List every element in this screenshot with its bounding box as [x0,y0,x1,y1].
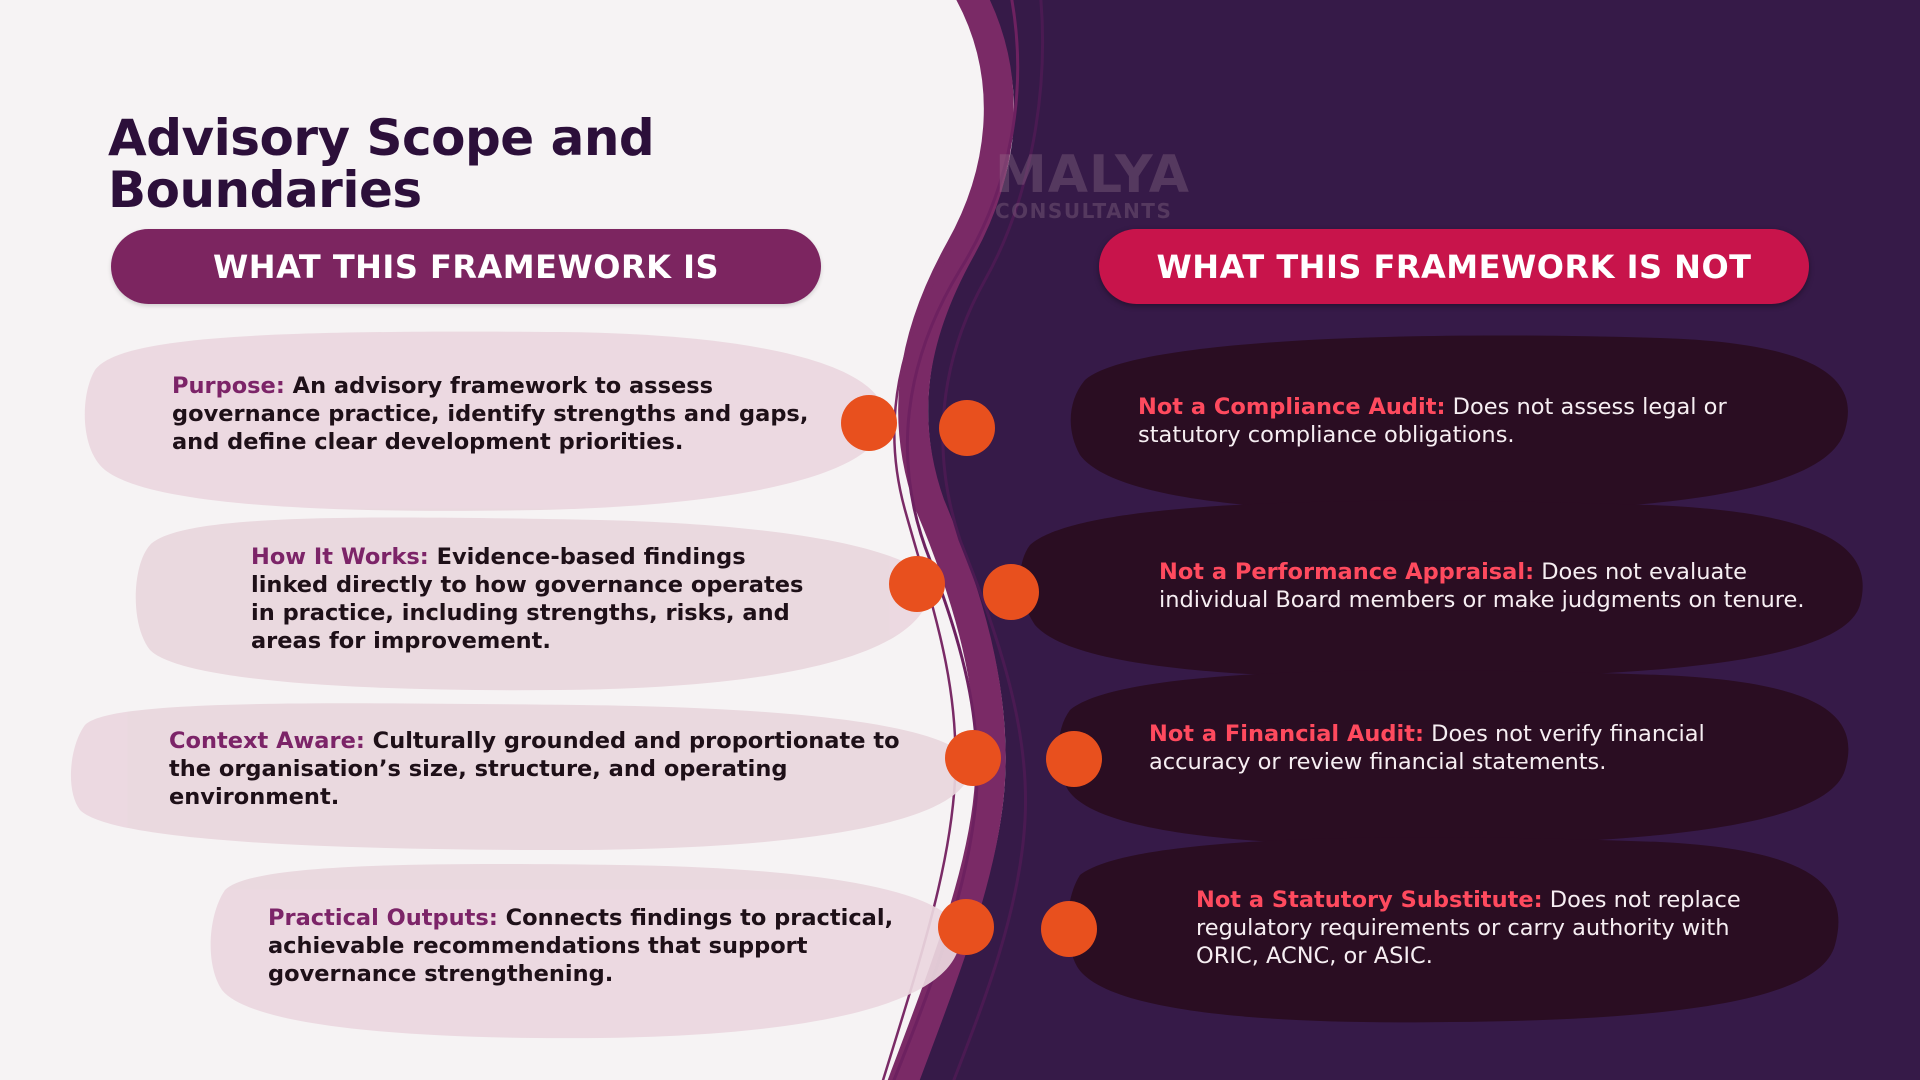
item-label: Context Aware: [169,728,365,754]
left-brush-1 [84,331,886,511]
left-brush-2 [135,517,931,691]
item-text: Culturally grounded and proportionate to… [169,728,900,810]
left-item-how-it-works: How It Works: Evidence-based findings li… [251,543,821,655]
right-item-financial-audit: Not a Financial Audit: Does not verify f… [1149,720,1769,776]
page-title: Advisory Scope and Boundaries [108,109,655,219]
logo-watermark: MALYA CONSULTANTS [995,145,1215,223]
left-item-practical-outputs: Practical Outputs: Connects findings to … [268,904,908,988]
item-label: Not a Compliance Audit: [1138,394,1446,420]
wave-line-outer [941,0,1045,1080]
connector-dot [1046,731,1102,787]
connector-dot [938,899,994,955]
item-text: Evidence-based findings linked directly … [251,544,804,654]
connector-dot [983,564,1039,620]
item-label: Not a Financial Audit: [1149,721,1424,747]
right-item-statutory-substitute: Not a Statutory Substitute: Does not rep… [1196,886,1756,970]
left-brush-4 [210,864,961,1039]
item-text: Does not evaluate individual Board membe… [1159,559,1805,613]
item-label: Not a Statutory Substitute: [1196,887,1543,913]
logo-subtitle: CONSULTANTS [995,199,1173,223]
item-label: Not a Performance Appraisal: [1159,559,1535,585]
item-text: Does not assess legal or statutory compl… [1138,394,1727,448]
wave-band [887,0,1014,1080]
right-brush-2 [1020,500,1863,679]
right-brush-1 [1070,335,1848,513]
item-text: Does not replace regulatory requirements… [1196,887,1741,969]
left-brush-3 [70,703,971,850]
right-item-performance-appraisal: Not a Performance Appraisal: Does not ev… [1159,558,1819,614]
connector-dots [841,395,1102,957]
connector-dot [841,395,897,451]
connector-dot [939,400,995,456]
right-item-compliance-audit: Not a Compliance Audit: Does not assess … [1138,393,1758,449]
connector-dot [889,556,945,612]
right-column-header: WHAT THIS FRAMEWORK IS NOT [1099,229,1809,304]
item-label: Practical Outputs: [268,905,498,931]
item-text: Connects findings to practical, achievab… [268,905,894,987]
right-brush-3 [1058,670,1849,846]
left-brush-strokes [70,331,971,1039]
item-label: Purpose: [172,373,285,399]
logo-name: MALYA [995,145,1190,205]
connector-dot [945,730,1001,786]
left-item-purpose: Purpose: An advisory framework to assess… [172,372,827,456]
right-brush-4 [1067,837,1839,1023]
item-label: How It Works: [251,544,429,570]
item-text: An advisory framework to assess governan… [172,373,809,455]
left-item-context-aware: Context Aware: Culturally grounded and p… [169,727,914,811]
left-column-header: WHAT THIS FRAMEWORK IS [111,229,821,304]
connector-dot [1041,901,1097,957]
right-brush-strokes [1020,335,1863,1023]
item-text: Does not verify financial accuracy or re… [1149,721,1705,775]
